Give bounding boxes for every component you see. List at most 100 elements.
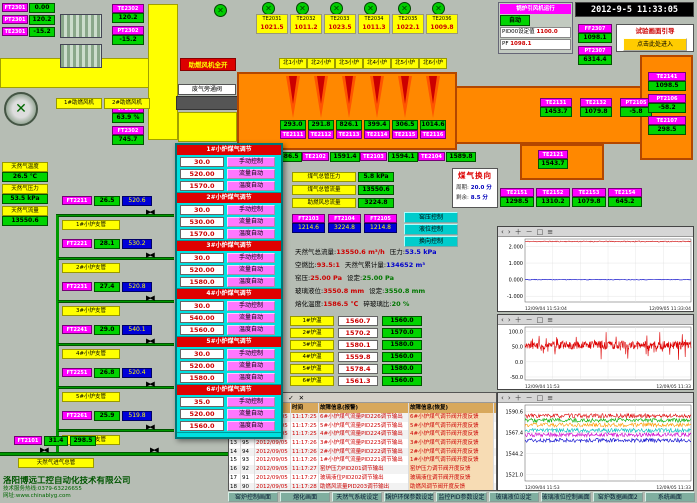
gas-mode-button[interactable]: 温度自动: [227, 421, 275, 431]
alarm-cell: 3#小炉煤气流量PID223调节输出: [319, 439, 409, 448]
nav-button-8[interactable]: 窑炉数据画面2: [592, 492, 643, 502]
pf-tag: PF: [502, 41, 509, 47]
svg-text:0.000: 0.000: [509, 278, 523, 284]
gas-mode-button[interactable]: 手动控制: [227, 349, 275, 359]
gas-setpoint-value[interactable]: 520.00: [180, 265, 224, 275]
valve-icon[interactable]: ▶◀: [146, 380, 155, 388]
chart-toolbar-icon[interactable]: ≡: [547, 316, 554, 324]
port-temp-value: 306.5: [392, 120, 418, 130]
control-button[interactable]: 换向控制: [404, 236, 458, 247]
chart-toolbar-icon[interactable]: ≡: [547, 228, 554, 236]
gas-mode-button[interactable]: 手动控制: [227, 397, 275, 407]
chart-toolbar-icon[interactable]: □: [536, 394, 544, 402]
gas-mode-button[interactable]: 流量自动: [227, 217, 275, 227]
gas-setpoint-value[interactable]: 30.0: [180, 349, 224, 359]
chart-toolbar-icon[interactable]: －: [525, 228, 533, 236]
gas-mode-button[interactable]: 手动控制: [227, 253, 275, 263]
nav-button-3[interactable]: 天然气系统设定: [332, 492, 383, 502]
chart-toolbar-icon[interactable]: ‹: [501, 316, 504, 324]
gas-mode-button[interactable]: 温度自动: [227, 277, 275, 287]
chart-toolbar-icon[interactable]: ‹: [501, 394, 504, 402]
gas-setpoint-value[interactable]: 30.0: [180, 205, 224, 215]
alarm-cell: 4#小炉煤气流量PID224调节输出: [319, 430, 409, 440]
nav-button-7[interactable]: 玻璃液位控制画面: [540, 492, 591, 502]
chart-toolbar-icon[interactable]: ›: [507, 228, 511, 236]
nav-button-6[interactable]: 玻璃液位设定: [488, 492, 539, 502]
valve-icon[interactable]: ▶◀: [150, 446, 159, 454]
valve-icon[interactable]: ▶◀: [146, 423, 155, 431]
temp-actual-value: 1559.8: [338, 352, 378, 362]
gas-setpoint-value[interactable]: 1580.0: [180, 277, 224, 287]
gas-mode-button[interactable]: 流量自动: [227, 265, 275, 275]
gas-setpoint-value[interactable]: 30.0: [180, 301, 224, 311]
branch-flow-value: 28.1: [94, 239, 120, 249]
gas-mode-button[interactable]: 流量自动: [227, 313, 275, 323]
chart-toolbar-icon[interactable]: ＋: [514, 316, 522, 324]
chart-toolbar-icon[interactable]: ‹: [501, 228, 504, 236]
gas-setpoint-value[interactable]: 1570.0: [180, 181, 224, 191]
temp-actual-value: 1561.3: [338, 376, 378, 386]
alarm-cell: 1#小炉煤气调节阀开度反馈: [409, 456, 494, 466]
gas-mode-button[interactable]: 温度自动: [227, 181, 275, 191]
gas-setpoint-value[interactable]: 520.00: [180, 361, 224, 371]
gas-setpoint-value[interactable]: 520.00: [180, 409, 224, 419]
chart-toolbar-icon[interactable]: ＋: [514, 228, 522, 236]
gas-mode-button[interactable]: 温度自动: [227, 229, 275, 239]
gas-setpoint-value[interactable]: 30.0: [180, 253, 224, 263]
gas-section-body: 30.0 520.00 1580.0 手动控制流量自动温度自动: [177, 251, 281, 289]
gas-mode-button[interactable]: 流量自动: [227, 169, 275, 179]
valve-icon[interactable]: ▶◀: [146, 294, 155, 302]
valve-icon[interactable]: ▶◀: [146, 208, 155, 216]
gas-mode-button[interactable]: 手动控制: [227, 157, 275, 167]
gas-setpoint-value[interactable]: 1560.0: [180, 325, 224, 335]
chart-toolbar-icon[interactable]: －: [525, 316, 533, 324]
gas-setpoint-value[interactable]: 35.0: [180, 397, 224, 407]
boiler-fan-mode-button[interactable]: 自动: [500, 15, 530, 26]
chart-toolbar-icon[interactable]: ≡: [547, 394, 554, 402]
alarm-toolbar-icon[interactable]: ✓: [288, 394, 294, 402]
gas-mode-button[interactable]: 温度自动: [227, 325, 275, 335]
gas-mode-button[interactable]: 手动控制: [227, 301, 275, 311]
gas-setpoint-value[interactable]: 1570.0: [180, 229, 224, 239]
chart-toolbar-icon[interactable]: □: [536, 228, 544, 236]
temp-set-value: 1570.0: [382, 328, 422, 338]
port-temp-value: 826.1: [336, 120, 362, 130]
gas-mode-button[interactable]: 流量自动: [227, 409, 275, 419]
control-button[interactable]: 液位控制: [404, 224, 458, 235]
gas-setpoint-value[interactable]: 540.00: [180, 313, 224, 323]
chart-toolbar-icon[interactable]: －: [525, 394, 533, 402]
gas-setpoint-value[interactable]: 1560.0: [180, 421, 224, 431]
nav-button-5[interactable]: 监控PID参数设定: [436, 492, 487, 502]
valve-icon[interactable]: ▶◀: [146, 337, 155, 345]
gas-mode-button[interactable]: 手动控制: [227, 205, 275, 215]
gas-setpoint-value[interactable]: 30.0: [180, 157, 224, 167]
gas-setpoint-value[interactable]: 1580.0: [180, 373, 224, 383]
nav-button-4[interactable]: 锅炉环保参数设定: [384, 492, 435, 502]
company-footer: 洛阳博远工控自动化技术有限公司 技术服务热线:0379-63226655 网址:…: [3, 476, 225, 502]
guide-enter-button[interactable]: 点击此处进入: [623, 38, 687, 51]
nav-button-9[interactable]: 系统画面: [644, 492, 695, 502]
info-label: 碎玻璃比:: [363, 300, 392, 308]
gas-setpoint-value[interactable]: 530.00: [180, 217, 224, 227]
gas-setpoint-value[interactable]: 520.00: [180, 169, 224, 179]
gas-mode-button[interactable]: 温度自动: [227, 373, 275, 383]
chart-toolbar-icon[interactable]: ›: [507, 394, 511, 402]
chart-toolbar-icon[interactable]: ＋: [514, 394, 522, 402]
nav-button-1[interactable]: 窑炉控制画面: [228, 492, 279, 502]
control-button[interactable]: 窑压控制: [404, 212, 458, 223]
chart-toolbar-icon[interactable]: □: [536, 316, 544, 324]
alarm-toolbar-icon[interactable]: ✕: [298, 394, 305, 402]
nav-button-2[interactable]: 熔化画面: [280, 492, 331, 502]
chart-toolbar-icon[interactable]: ›: [507, 316, 511, 324]
valve-icon[interactable]: ▶◀: [40, 446, 49, 454]
gas-mode-button[interactable]: 流量自动: [227, 361, 275, 371]
valve-icon[interactable]: ▶◀: [146, 251, 155, 259]
